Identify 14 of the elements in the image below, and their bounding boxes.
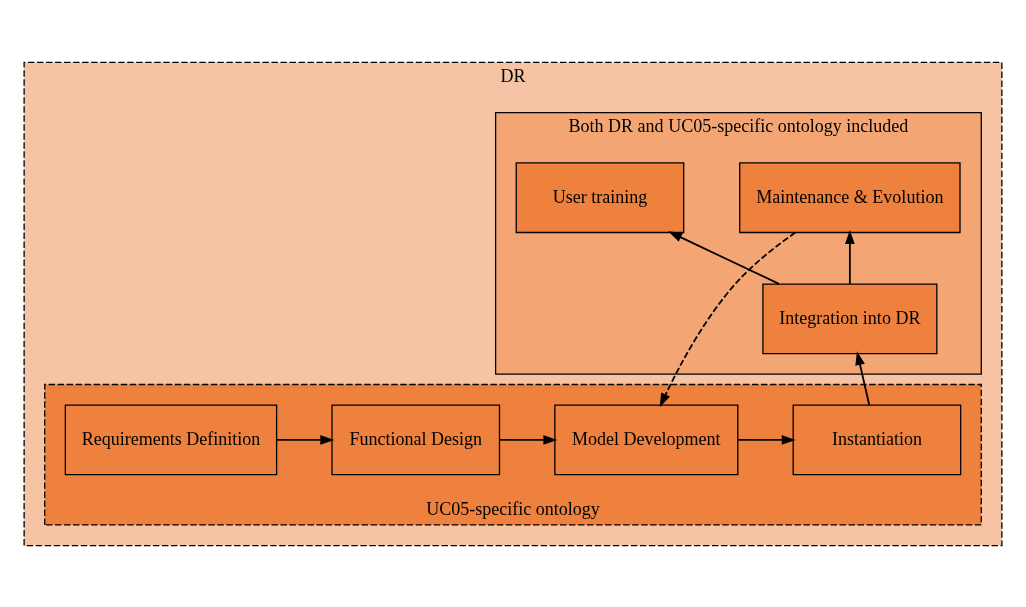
arrow	[668, 230, 780, 285]
node-box: Model Development	[554, 404, 739, 475]
arrow	[659, 231, 797, 407]
node-box: User training	[515, 161, 685, 233]
arrow	[498, 434, 558, 445]
arrow	[845, 229, 855, 285]
arrow	[275, 434, 335, 445]
node-box: Requirements Definition	[64, 404, 278, 475]
arrow	[737, 434, 796, 445]
arrow	[855, 350, 871, 406]
node-box: Functional Design	[331, 404, 501, 475]
node-box: Maintenance & Evolution	[739, 161, 961, 233]
node-box: Instantiation	[792, 404, 962, 475]
node-box: Integration into DR	[762, 282, 938, 354]
